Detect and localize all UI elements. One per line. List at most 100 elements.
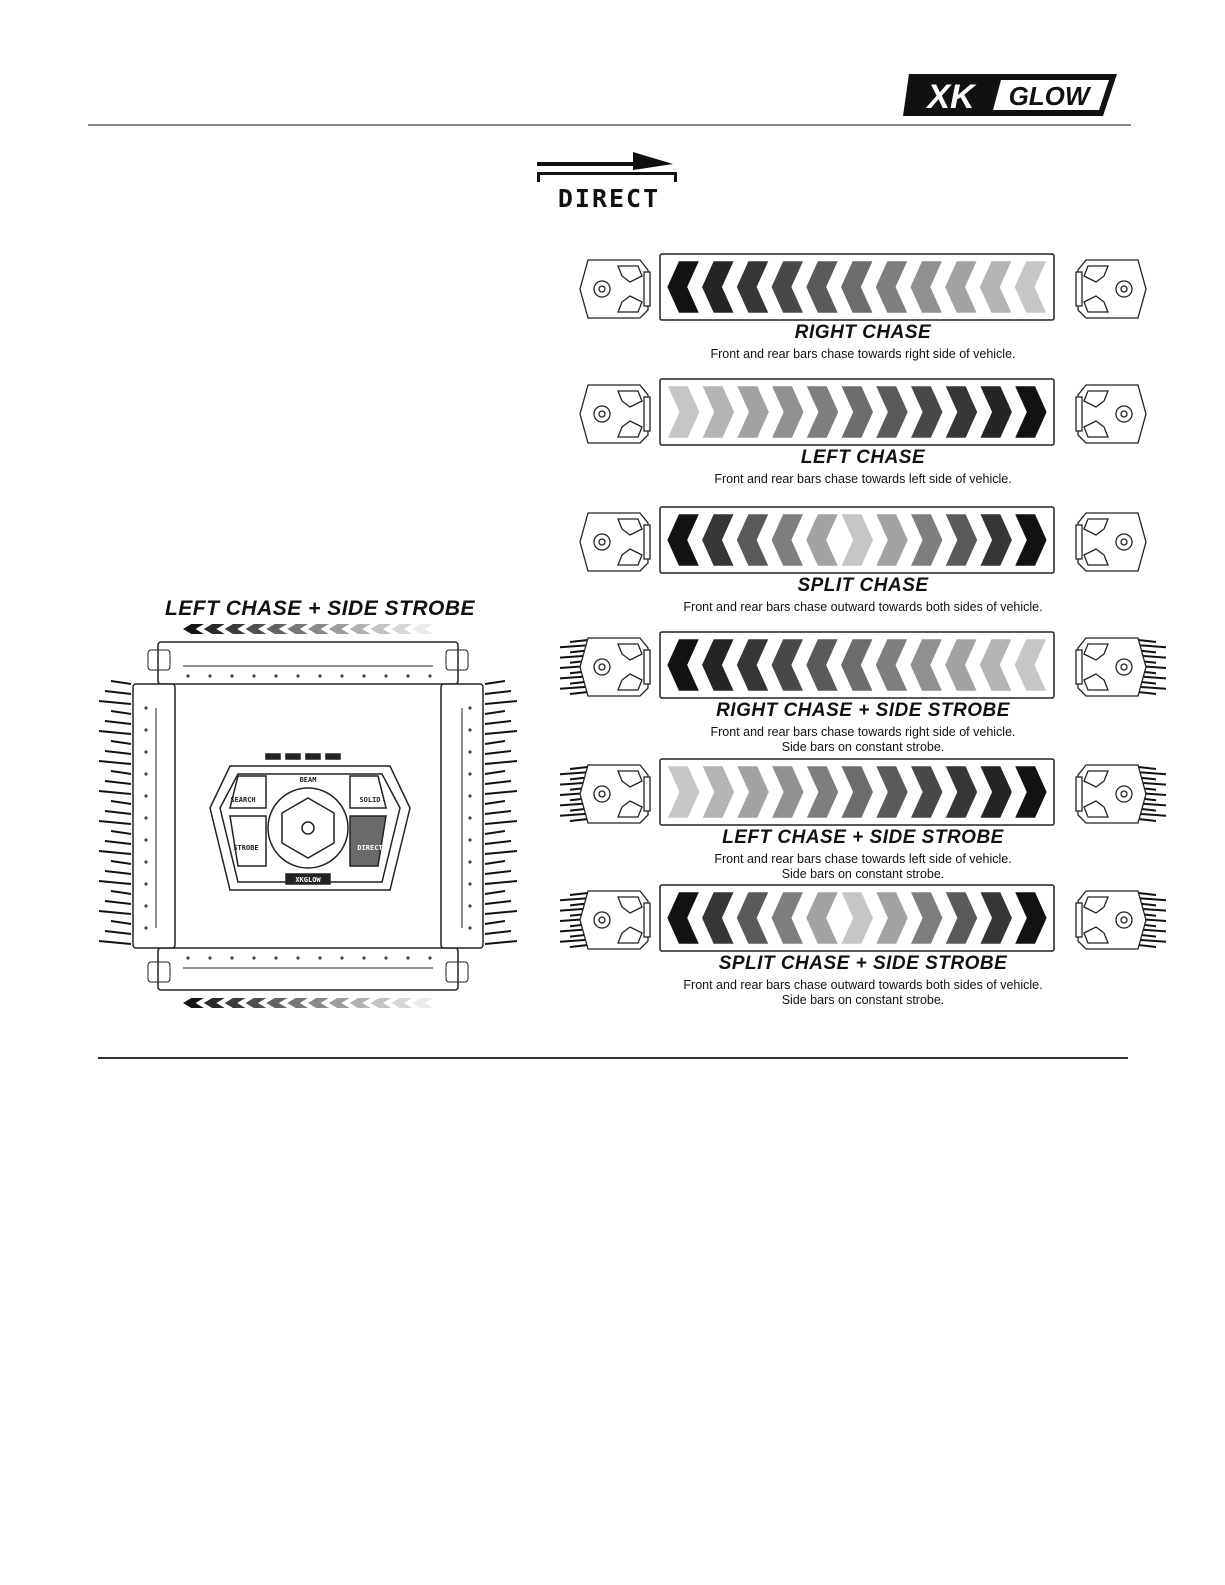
top-chase-strip [183,624,433,634]
chevron-segment [664,889,703,947]
xkglow-logo: XK GLOW [903,74,1117,116]
direct-arrow-icon [537,152,677,182]
chevron-segment [224,624,246,634]
chevron-segment [245,998,267,1008]
chevron-segment [803,636,842,694]
chevron-segment [907,636,946,694]
mode-title: LEFT CHASE + SIDE STROBE [722,827,1004,848]
light-bar-diagram [579,253,1147,321]
light-bar-diagram [579,378,1147,446]
svg-text:XK: XK [925,78,977,116]
chevron-segment [245,624,267,634]
chevron-segment [976,889,1015,947]
bottom-divider [98,1057,1128,1059]
chevron-segment [941,763,980,821]
light-bar-diagram [559,884,1167,952]
bottom-chase-strip [183,998,433,1008]
chevron-segment [349,998,371,1008]
chevron-segment [699,511,738,569]
chevron-segment [907,511,946,569]
chevron-segment [308,624,329,634]
chevron-segment [802,763,842,821]
chevron-segment [872,636,912,694]
chevron-segment [977,636,1016,694]
chevron-segment [699,636,738,694]
chevron-segment [768,636,807,694]
left-strobe-spikes [98,680,132,945]
chevron-segment [803,258,842,316]
chevron-segment [1011,511,1050,569]
chevron-segment [266,998,288,1008]
chevron-segment [941,889,980,947]
chevron-segment [802,383,842,441]
light-bar-diagram [559,631,1167,699]
chevron-segment [872,258,912,316]
chevron-segment [699,258,738,316]
mode-row: SPLIT CHASE + SIDE STROBE Front and rear … [558,883,1168,1013]
chevron-segment [907,763,946,821]
chevron-segment [287,624,308,634]
chevron-segment [734,889,773,947]
left-side-light-bar [132,683,176,949]
mode-description: Front and rear bars chase towards right … [710,725,1016,754]
chevron-segment [907,258,946,316]
chevron-segment [1011,763,1050,821]
chevron-segment [203,998,225,1008]
chevron-segment [391,624,413,634]
mode-description: Front and rear bars chase towards left s… [714,472,1012,486]
chevron-segment [183,624,204,634]
chevron-segment [976,511,1015,569]
chevron-segment [768,258,807,316]
mode-description: Front and rear bars chase outward toward… [683,600,1043,614]
mode-row: LEFT CHASE Front and rear bars chase towa… [558,377,1168,507]
mode-description: Front and rear bars chase towards right … [710,347,1016,361]
chevron-segment [664,636,703,694]
controller-strobe-label: STROBE [233,844,258,852]
chevron-segment [266,624,288,634]
search-button [229,775,267,809]
chevron-segment [203,624,225,634]
direct-mode-header: DIRECT [537,148,681,213]
rear-light-bar [157,947,459,991]
chevron-segment [412,624,433,634]
strobe-button [229,815,267,867]
chevron-segment [664,258,703,316]
chevron-segment [1011,258,1050,316]
chevron-segment [370,998,392,1008]
mode-title: RIGHT CHASE [794,322,932,343]
chevron-segment [768,383,807,441]
chevron-segment [183,998,204,1008]
chevron-segment [768,889,807,947]
chevron-segment [942,258,981,316]
direct-button [349,815,387,867]
chevron-segment [837,511,876,569]
mode-title: SPLIT CHASE + SIDE STROBE [718,953,1008,974]
chevron-segment [872,889,911,947]
chevron-segment [224,998,246,1008]
chevron-segment [838,636,877,694]
front-light-bar [157,641,459,685]
chevron-segment [391,998,413,1008]
chevron-segment [287,998,308,1008]
chevron-segment [733,383,772,441]
controller-beam-label: BEAM [300,776,317,784]
vehicle-diagram-title: LEFT CHASE + SIDE STROBE [164,597,476,620]
chevron-segment [838,258,877,316]
chevron-segment [733,763,772,821]
chevron-segment [941,511,980,569]
chevron-segment [837,383,876,441]
chevron-segment [734,258,773,316]
chevron-segment [698,383,737,441]
controller [209,753,411,891]
chevron-segment [768,763,807,821]
chevron-segment [328,624,350,634]
chevron-segment [664,383,703,441]
light-bar-diagram [559,758,1167,826]
chevron-segment [941,383,980,441]
mode-description: Front and rear bars chase outward toward… [683,978,1043,1007]
chevron-segment [664,763,703,821]
mode-title: LEFT CHASE [800,447,926,468]
controller-search-label: SEARCH [230,796,255,804]
chevron-segment [768,511,807,569]
